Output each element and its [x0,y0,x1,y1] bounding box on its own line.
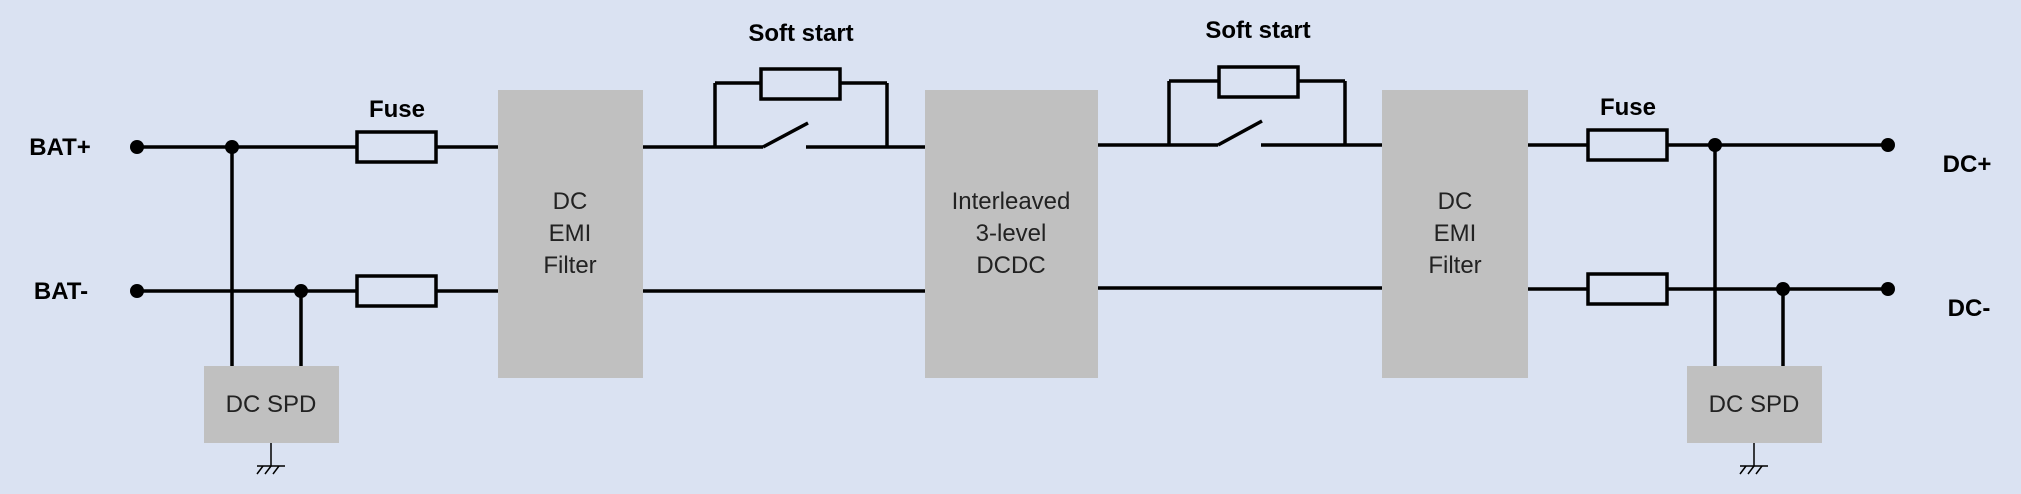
soft-start-right-label: Soft start [1205,17,1310,44]
soft-start-left-label: Soft start [748,20,853,47]
emi-filter-left [498,90,643,378]
emi-filter-right-line3: Filter [1428,252,1481,279]
emi-filter-left-line2: EMI [549,220,592,247]
bat-plus-terminal [130,140,144,154]
fuse-right-label: Fuse [1600,94,1656,121]
left-wiring [137,145,498,366]
emi-filter-left-line3: Filter [543,252,596,279]
ground-icon [1739,443,1768,475]
fuse-right-top [1586,128,1669,162]
spd-right-label: DC SPD [1709,391,1800,418]
converter-line2: 3-level [976,220,1047,247]
dc-minus-label: DC- [1948,295,1991,322]
junction-dot [225,140,239,154]
junction-dot [294,284,308,298]
fuse-left-top [355,130,438,164]
soft-start-right-circuit [1098,65,1382,147]
dc-plus-terminal [1881,138,1895,152]
spd-left-box [204,366,339,443]
fuse-left-bottom [355,274,438,308]
junction-dot [1708,138,1722,152]
soft-start-left-switch [762,121,809,149]
fuse-right-bottom [1586,272,1669,306]
right-wiring [1528,143,1888,366]
bat-plus-label: BAT+ [29,134,91,161]
soft-start-left-resistor [759,67,842,101]
emi-filter-right-line2: EMI [1434,220,1477,247]
ground-icon [256,443,285,475]
soft-start-left-circuit [643,67,925,149]
spd-left-label: DC SPD [226,391,317,418]
bat-minus-label: BAT- [34,278,88,305]
emi-filter-right [1382,90,1528,378]
soft-start-right-switch [1217,119,1263,147]
emi-filter-right-line1: DC [1438,188,1473,215]
soft-start-right-resistor [1217,65,1300,99]
junction-dot [1776,282,1790,296]
dcdc-converter-box [925,90,1098,378]
dc-minus-terminal [1881,282,1895,296]
converter-line3: DCDC [976,252,1045,279]
dc-plus-label: DC+ [1943,151,1992,178]
bat-minus-terminal [130,284,144,298]
converter-line1: Interleaved [952,188,1071,215]
emi-filter-left-line1: DC [553,188,588,215]
fuse-left-label: Fuse [369,96,425,123]
spd-right-box [1687,366,1822,443]
